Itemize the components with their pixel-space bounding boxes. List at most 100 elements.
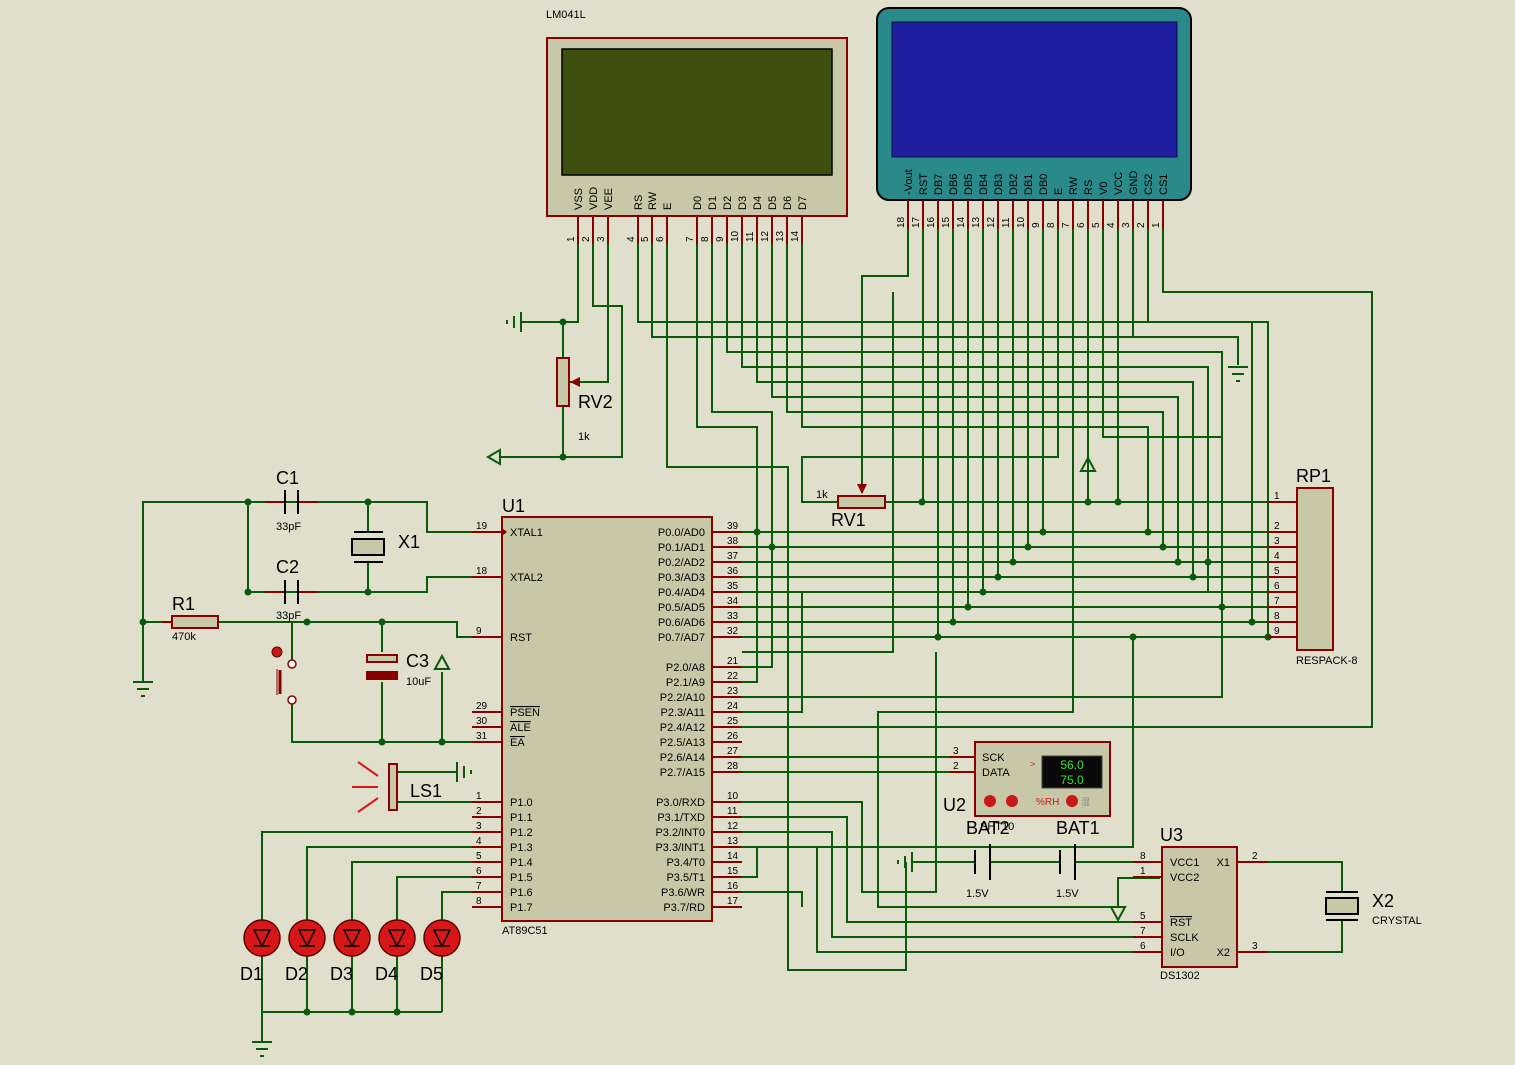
c3[interactable]: C3 10uF bbox=[366, 651, 431, 688]
rv1-wiper bbox=[857, 484, 867, 494]
u1-pin-num: 16 bbox=[727, 881, 739, 892]
x1[interactable]: X1 bbox=[351, 531, 420, 563]
u1-pin-name: P2.5/A13 bbox=[660, 737, 705, 749]
led-4[interactable]: D4 bbox=[375, 919, 416, 984]
rv2[interactable]: RV2 1k bbox=[556, 357, 613, 443]
lcd1-pin-name: RS bbox=[633, 195, 645, 210]
led-body bbox=[288, 919, 326, 957]
u1-pin-num: 22 bbox=[727, 671, 739, 682]
diode-icon bbox=[342, 929, 362, 948]
ls1-ref: LS1 bbox=[410, 781, 442, 801]
lcd2-pin-num: 5 bbox=[1091, 222, 1102, 228]
u2-temp-down-button[interactable] bbox=[984, 795, 996, 807]
c2-ref: C2 bbox=[276, 557, 299, 577]
u1-pin-num: 4 bbox=[476, 836, 482, 847]
rp1-body bbox=[1296, 487, 1334, 651]
wire-junction bbox=[303, 1008, 311, 1016]
ground-symbol-lcd2 bbox=[1228, 366, 1248, 382]
u1-pin-num: 14 bbox=[727, 851, 739, 862]
c2-value: 33pF bbox=[276, 610, 301, 622]
wire-junction bbox=[364, 588, 372, 596]
lcd1-pin-name: D1 bbox=[707, 196, 719, 210]
x2[interactable]: X2 CRYSTAL bbox=[1325, 891, 1422, 927]
lcd2-pin-name: RS bbox=[1083, 180, 1095, 195]
wire-junction bbox=[1009, 558, 1017, 566]
led-3[interactable]: D3 bbox=[330, 919, 371, 984]
rp1-pin-num: 9 bbox=[1274, 626, 1280, 637]
u2[interactable]: 3 2 SCK DATA 56.0 75.0 > %RH 湿 U2 SHT10 bbox=[943, 741, 1111, 833]
rp1-pin-num: 5 bbox=[1274, 566, 1280, 577]
ground-symbol-rv2 bbox=[506, 312, 522, 332]
lcd2-pin-name: DB1 bbox=[1023, 174, 1035, 195]
wire-junction bbox=[559, 318, 567, 326]
lcd1-pin-name: VDD bbox=[588, 187, 600, 210]
reset-button[interactable] bbox=[271, 646, 297, 705]
u1-pin-name: XTAL1 bbox=[510, 527, 543, 539]
wire-junction bbox=[949, 618, 957, 626]
lcd1-pins: VSS1VDD2VEE3RS4RW5E6D07D18D29D310D411D51… bbox=[566, 187, 809, 244]
rp1-pin-num: 6 bbox=[1274, 581, 1280, 592]
bat2[interactable]: BAT2 1.5V bbox=[966, 818, 1010, 900]
u1-pin-name: P2.1/A9 bbox=[666, 677, 705, 689]
u3-pin-name: X1 bbox=[1217, 857, 1230, 869]
wire-junction bbox=[378, 618, 386, 626]
u2-rh-button[interactable] bbox=[1066, 795, 1078, 807]
lcd2-pin-name: DB4 bbox=[978, 174, 990, 195]
led-2[interactable]: D2 bbox=[285, 919, 326, 984]
u1-pin-name: ALE bbox=[510, 722, 531, 734]
u1-pin-num: 36 bbox=[727, 566, 739, 577]
u3-pin-name: VCC1 bbox=[1170, 857, 1199, 869]
lcd1-pin-num: 9 bbox=[715, 236, 726, 242]
u1-pin-num: 25 bbox=[727, 716, 739, 727]
u2-ref: U2 bbox=[943, 795, 966, 815]
led-body bbox=[378, 919, 416, 957]
x2-ref: X2 bbox=[1372, 891, 1394, 911]
lcd2-pin-num: 6 bbox=[1076, 222, 1087, 228]
led-1[interactable]: D1 bbox=[240, 919, 281, 984]
r1[interactable]: R1 470k bbox=[162, 594, 219, 643]
u3-body bbox=[1161, 846, 1238, 968]
c2[interactable]: C2 33pF bbox=[265, 557, 318, 622]
u2-rh-label: %RH bbox=[1036, 797, 1059, 808]
lcd1-pin-num: 6 bbox=[655, 236, 666, 242]
u1-pin-num: 35 bbox=[727, 581, 739, 592]
lcd1[interactable]: LM041L VSS1VDD2VEE3RS4RW5E6D07D18D29D310… bbox=[546, 9, 848, 244]
x2-part: CRYSTAL bbox=[1372, 915, 1422, 927]
u1-pin-name: P2.4/A12 bbox=[660, 722, 705, 734]
c3-value: 10uF bbox=[406, 676, 431, 688]
u1-pin-num: 5 bbox=[476, 851, 482, 862]
u2-pin-sck: SCK bbox=[982, 752, 1005, 764]
ls1[interactable]: LS1 bbox=[352, 761, 442, 813]
wire-junction bbox=[1204, 558, 1212, 566]
ground-symbol-ls1 bbox=[456, 762, 472, 782]
lcd2[interactable]: -Vout18RST17DB716DB615DB514DB413DB312DB2… bbox=[876, 7, 1192, 229]
wire-junction bbox=[244, 588, 252, 596]
u1[interactable]: U1 AT89C51 19XTAL118XTAL29RST29PSEN30ALE… bbox=[472, 496, 742, 937]
lcd1-pin-name: E bbox=[662, 203, 674, 210]
led-ref: D4 bbox=[375, 964, 398, 984]
u1-pin-name: P1.3 bbox=[510, 842, 533, 854]
lcd2-pin-num: 11 bbox=[1001, 217, 1012, 228]
rv2-value: 1k bbox=[578, 431, 590, 443]
u3-pin-num: 6 bbox=[1140, 941, 1146, 952]
u1-pin-num: 15 bbox=[727, 866, 739, 877]
lcd2-pin-num: 2 bbox=[1136, 222, 1147, 228]
bat1[interactable]: BAT1 1.5V bbox=[1056, 818, 1100, 900]
wire-junction bbox=[1159, 543, 1167, 551]
u2-temp: 56.0 bbox=[1060, 758, 1084, 772]
wire-junction bbox=[753, 528, 761, 536]
c1[interactable]: C1 33pF bbox=[265, 468, 318, 533]
rv1[interactable]: RV1 1k bbox=[816, 484, 886, 530]
lcd1-pin-num: 8 bbox=[700, 236, 711, 242]
u1-ref: U1 bbox=[502, 496, 525, 516]
led-5[interactable]: D5 bbox=[420, 919, 461, 984]
wire-junction bbox=[438, 738, 446, 746]
lcd2-pin-num: 8 bbox=[1046, 222, 1057, 228]
u1-pin-num: 12 bbox=[727, 821, 739, 832]
u2-temp-up-button[interactable] bbox=[1006, 795, 1018, 807]
u1-pin-num: 39 bbox=[727, 521, 739, 532]
u1-pin-num: 9 bbox=[476, 626, 482, 637]
